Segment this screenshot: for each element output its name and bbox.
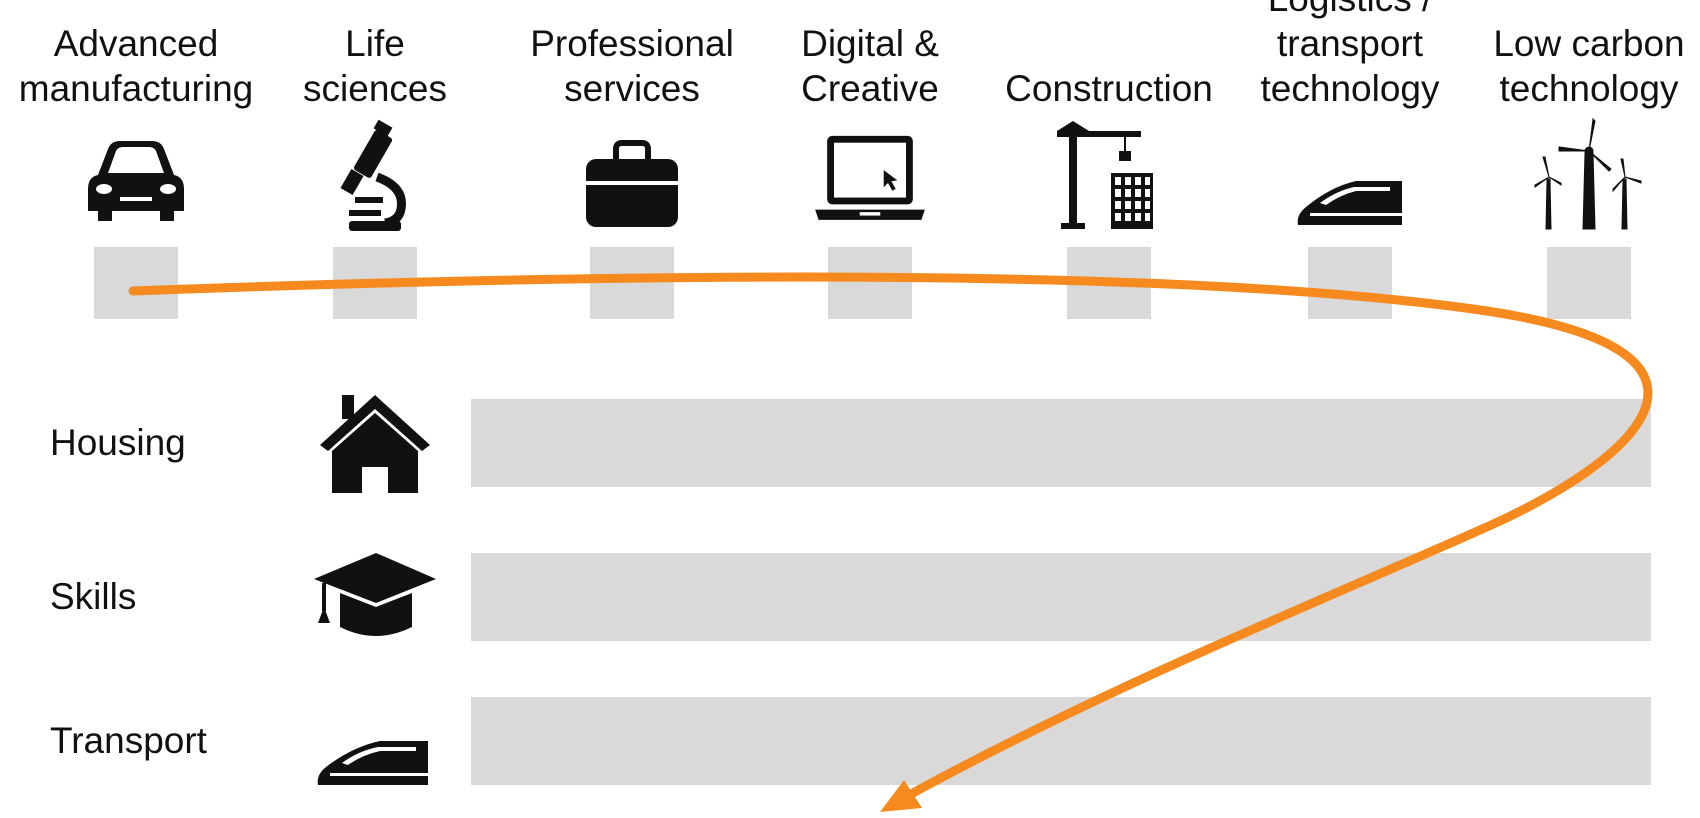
sector-label: Low carbon technology [1493, 23, 1685, 109]
sector-label: Life sciences [303, 23, 447, 109]
theme-label: Housing [50, 422, 186, 463]
theme-label: Transport [50, 720, 207, 761]
theme-row-skills: Skills [0, 553, 1700, 641]
laptop-icon [815, 135, 925, 220]
theme-bar [471, 553, 1651, 641]
sector-label: Logistics / transport technology [1260, 0, 1440, 109]
car-icon [88, 141, 184, 221]
house-icon [320, 395, 430, 493]
sector-box [333, 247, 417, 319]
sector-life-sciences: Life sciences [260, 0, 490, 319]
theme-bar [471, 399, 1651, 487]
sector-box [1547, 247, 1631, 319]
sector-label: Professional services [530, 23, 734, 109]
train-icon [1297, 181, 1402, 225]
sector-advanced-manufacturing: Advanced manufacturing [18, 0, 254, 319]
sector-box [1067, 247, 1151, 319]
sector-box [94, 247, 178, 319]
sector-box [828, 247, 912, 319]
sector-logistics: Logistics / transport technology [1235, 0, 1465, 319]
sector-digital-creative: Digital & Creative [755, 0, 985, 319]
microscope-icon [340, 119, 406, 231]
sector-professional-services: Professional services [517, 0, 747, 319]
graduation-cap-icon [314, 553, 436, 636]
sector-label: Digital & Creative [801, 23, 939, 109]
sector-label: Advanced manufacturing [18, 23, 254, 109]
theme-row-housing: Housing [0, 395, 1700, 493]
theme-row-transport: Transport [0, 697, 1700, 785]
train-icon [317, 741, 428, 785]
wind-turbine-icon [1534, 117, 1642, 230]
sector-low-carbon: Low carbon technology [1474, 0, 1700, 319]
theme-label: Skills [50, 576, 137, 617]
sector-construction: Construction [994, 0, 1224, 319]
briefcase-icon [586, 140, 678, 227]
sector-box [590, 247, 674, 319]
sector-label: Construction [1005, 68, 1213, 109]
crane-icon [1057, 121, 1153, 229]
sector-box [1308, 247, 1392, 319]
theme-bar [471, 697, 1651, 785]
